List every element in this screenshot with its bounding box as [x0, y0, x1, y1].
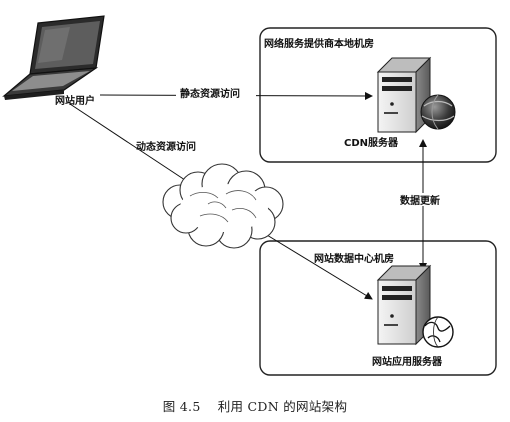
static-access-label: 静态资源访问	[180, 87, 240, 100]
dynamic-access-line	[69, 103, 189, 183]
datacenter-room-title: 网站数据中心机房	[314, 252, 394, 265]
dynamic-access-arrow	[261, 231, 373, 300]
internet-cloud-icon	[162, 163, 284, 249]
isp-room-box	[259, 27, 497, 163]
laptop-icon	[2, 15, 105, 100]
data-update-label: 数据更新	[400, 194, 440, 207]
app-server-icon	[376, 264, 432, 346]
cdn-server-icon	[376, 56, 432, 134]
data-update-label-bg	[396, 193, 450, 206]
datacenter-room-box	[259, 240, 497, 376]
globe-icon	[420, 94, 456, 130]
figure-number: 图 4.5	[162, 399, 201, 414]
cdn-server-label: CDN服务器	[344, 136, 399, 149]
figure-title: 利用 CDN 的网站架构	[217, 399, 348, 414]
figure-caption: 图 4.5 利用 CDN 的网站架构	[0, 396, 510, 415]
web-globe-icon	[422, 316, 454, 348]
dynamic-access-label: 动态资源访问	[136, 140, 196, 153]
user-label: 网站用户	[55, 94, 95, 107]
static-access-label-bg	[176, 86, 256, 99]
isp-room-title: 网络服务提供商本地机房	[264, 37, 374, 50]
app-server-label: 网站应用服务器	[372, 355, 443, 368]
